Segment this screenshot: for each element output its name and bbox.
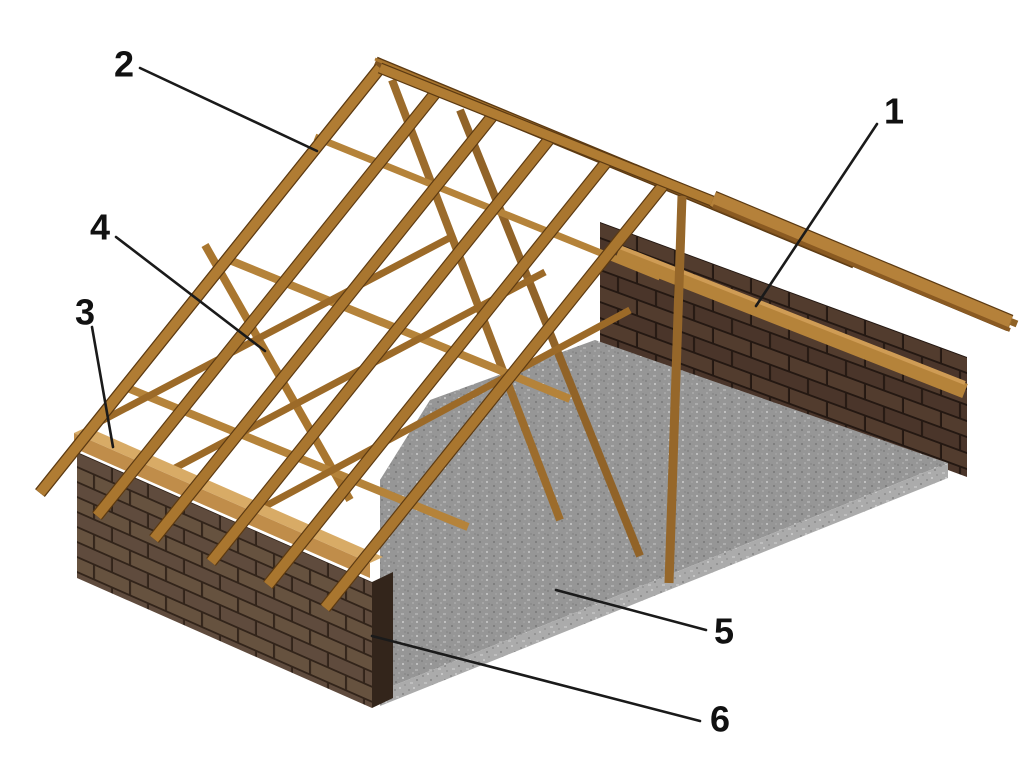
center-post bbox=[664, 195, 687, 584]
rafter-front-left bbox=[36, 64, 384, 497]
leader-line-6 bbox=[370, 634, 702, 723]
rafter-left-4 bbox=[264, 156, 612, 589]
leader-line-4 bbox=[114, 235, 267, 353]
part-label-2: 2 bbox=[114, 44, 134, 85]
rafter-left-3 bbox=[207, 133, 555, 566]
eave-fascia bbox=[709, 190, 1014, 332]
part-label-3: 3 bbox=[75, 292, 95, 333]
part-label-4: 4 bbox=[90, 207, 110, 248]
leader-line-2 bbox=[138, 66, 319, 153]
leader-line-1 bbox=[754, 122, 879, 308]
left-wall-face bbox=[77, 452, 372, 708]
wind-brace-1 bbox=[86, 231, 457, 432]
fascia-board bbox=[710, 192, 1013, 330]
labels: 1 2 3 4 5 6 bbox=[75, 44, 904, 740]
leader-line-5 bbox=[554, 588, 708, 632]
part-label-6: 6 bbox=[710, 699, 730, 740]
rafter-front-right bbox=[378, 63, 734, 214]
rafter-left-2 bbox=[150, 110, 498, 543]
slab-front-edge bbox=[380, 463, 948, 706]
wind-brace-3 bbox=[260, 306, 632, 512]
diagonal-brace-label4 bbox=[201, 243, 354, 502]
part-label-1: 1 bbox=[884, 91, 904, 132]
part-label-5: 5 bbox=[714, 611, 734, 652]
fascia-shadow bbox=[712, 204, 1011, 332]
rafters-left-slope bbox=[35, 62, 735, 612]
leader-line-3 bbox=[90, 325, 115, 449]
wall-plate-right-highlight bbox=[616, 244, 966, 385]
ridge-brace-1 bbox=[388, 78, 564, 522]
rafter-left-5 bbox=[321, 179, 669, 612]
rafter-left-1 bbox=[93, 87, 441, 520]
